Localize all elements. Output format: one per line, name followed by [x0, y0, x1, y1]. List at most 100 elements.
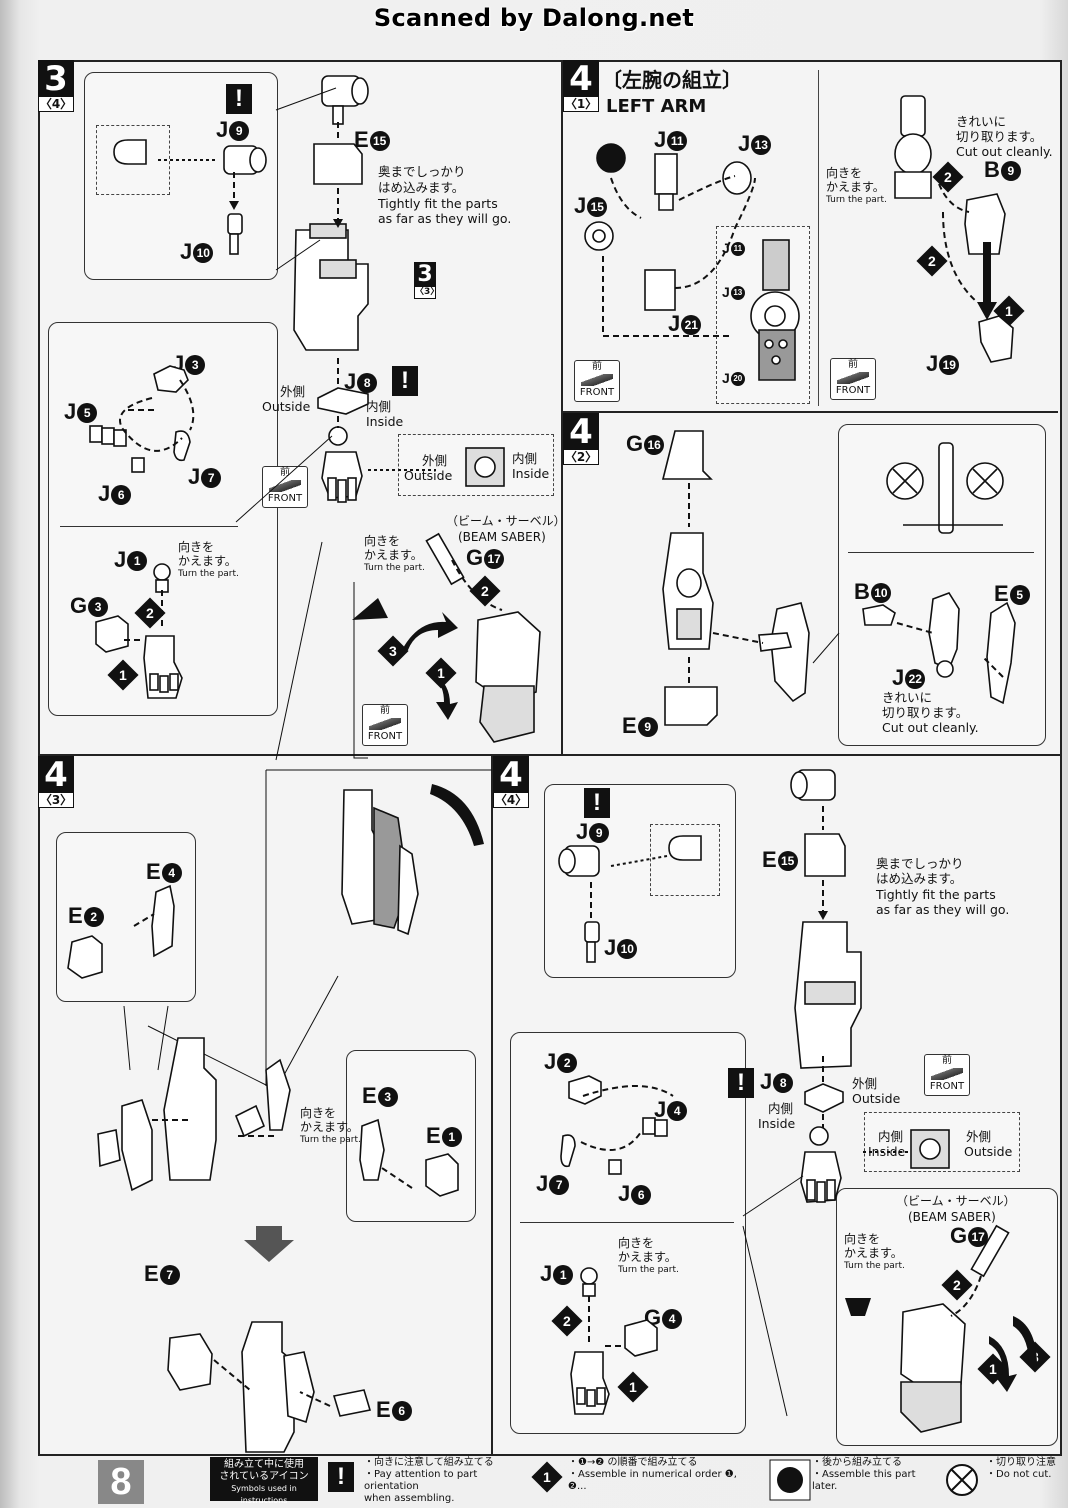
turn-jp-1: 向きを [844, 1232, 881, 1246]
attention-icon: ! [584, 788, 610, 818]
step-4-4-illustration [558, 769, 1037, 1433]
outside-jp: 外側 [852, 1076, 878, 1091]
page-number: 8 [98, 1460, 144, 1504]
inside-en: Inside [758, 1116, 796, 1131]
outside-en: Outside [852, 1091, 901, 1106]
outside-jp: 外側 [280, 384, 306, 399]
outside-en: Outside [262, 399, 311, 414]
inset-divider [60, 526, 238, 527]
beam-saber-jp: （ビーム・サーベル） [446, 514, 566, 528]
cut-en: Cut out cleanly. [956, 144, 1053, 159]
legend-later: ・後から組み立てる・Assemble this part later. [812, 1457, 916, 1492]
step-4-1-illustration [584, 95, 1014, 381]
cut-jp-2: 切り取ります。 [956, 129, 1043, 144]
tight-fit-en-2: as far as they will go. [876, 902, 1010, 917]
beam-saber-en: (BEAM SABER) [908, 1210, 996, 1224]
assemble-later-icon [769, 1459, 811, 1501]
step-3-4-illustration [89, 75, 541, 761]
turn-jp-1: 向きを [618, 1236, 655, 1250]
tight-fit-jp-2: はめ込みます。 [378, 180, 465, 195]
scan-credit: Scanned by Dalong.net [373, 4, 695, 32]
cut-jp-1: きれいに [882, 690, 933, 705]
box-outside-jp: 外側 [966, 1129, 992, 1144]
tight-fit-en-1: Tightly fit the parts [876, 887, 996, 902]
attention-icon: ! [392, 366, 418, 396]
tight-fit-jp-1: 奥までしっかり [876, 856, 964, 871]
turn-jp-1: 向きを [826, 166, 863, 180]
turn-jp-2: かえます。 [364, 548, 423, 562]
turn-jp-2: かえます。 [300, 1120, 359, 1134]
left-arm-title-en: LEFT ARM [606, 96, 707, 117]
divider-v-top [561, 60, 563, 756]
step-badge-4-4: 4〈4〉 [493, 755, 529, 808]
turn-en: Turn the part. [826, 195, 887, 205]
inside-jp: 内側 [768, 1101, 794, 1116]
box-inside-en: Inside [512, 466, 550, 481]
step-badge-4-3: 4〈3〉 [38, 755, 74, 808]
inset-hand-assembly [510, 1032, 746, 1434]
divider-h-mid [38, 754, 1060, 756]
turn-en: Turn the part. [178, 569, 239, 579]
turn-en: Turn the part. [300, 1135, 361, 1145]
divider-h-right [561, 411, 1058, 413]
legend-attention: ・向きに注意して組み立てる・Pay attention to part orie… [364, 1457, 494, 1504]
turn-jp-2: かえます。 [618, 1250, 677, 1264]
turn-jp-2: かえます。 [826, 180, 885, 194]
tight-fit-en-2: as far as they will go. [378, 211, 512, 226]
step-4-3-illustration [67, 769, 492, 1453]
turn-jp-2: かえます。 [844, 1246, 903, 1260]
box-outside-en: Outside [964, 1144, 1013, 1159]
legend-cut: ・切り取り注意・Do not cut. [986, 1457, 1056, 1480]
do-not-cut-icon [946, 1464, 978, 1496]
beam-saber-en: (BEAM SABER) [458, 530, 546, 544]
step-4-2-illustration [661, 430, 1016, 726]
step-badge-3-4: 3〈4〉 [38, 59, 74, 112]
box-inside-en: Inside [868, 1144, 906, 1159]
step-badge-4-2: 4〈2〉 [563, 412, 599, 465]
box-inside-jp: 内側 [512, 451, 538, 466]
tight-fit-jp-2: はめ込みます。 [876, 871, 963, 886]
cut-en: Cut out cleanly. [882, 720, 979, 735]
attention-icon: ! [728, 1068, 754, 1098]
turn-jp-1: 向きを [178, 540, 215, 554]
divider-v-bottom [491, 754, 493, 1454]
left-arm-title-jp: 〔左腕の組立〕 [602, 68, 742, 92]
box-inside-jp: 内側 [878, 1129, 904, 1144]
attention-icon: ! [328, 1462, 354, 1492]
step-ref-3-3: 3〈3〉 [414, 262, 440, 299]
attention-icon: ! [226, 84, 252, 114]
